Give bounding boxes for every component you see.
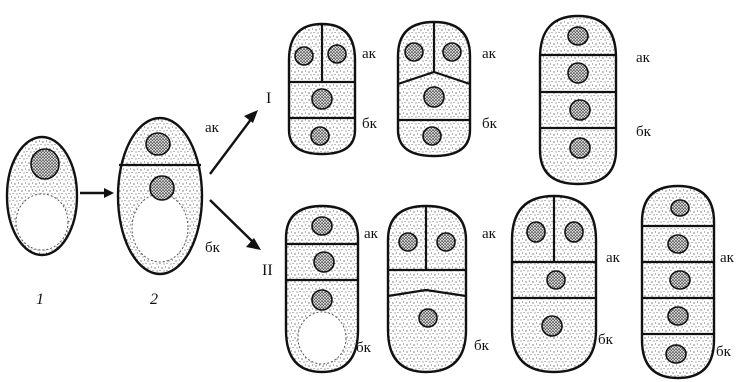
nucleus xyxy=(150,176,174,200)
label-ak: ак xyxy=(720,250,735,266)
nucleus xyxy=(146,133,170,155)
label-ak: ак xyxy=(482,226,497,242)
embryo-II-a xyxy=(286,206,358,372)
label-ak: ак xyxy=(606,250,621,266)
label-bk: бк xyxy=(362,116,378,132)
nucleus xyxy=(31,149,59,179)
label-ak: ак xyxy=(636,50,651,66)
label-ak: ак xyxy=(482,46,497,62)
stage-1-label: 1 xyxy=(36,291,44,308)
embryo-II-b xyxy=(388,206,466,372)
label-bk: бк xyxy=(716,344,732,360)
label-bk: бк xyxy=(205,240,221,256)
branch-I-label: I xyxy=(266,90,271,107)
stage-2-label: 2 xyxy=(150,291,158,308)
label-ak: ак xyxy=(364,226,379,242)
branch-II-label: II xyxy=(262,262,273,279)
stage-2-two-cell xyxy=(118,118,202,274)
embryo-II-c xyxy=(512,196,596,372)
label-bk: бк xyxy=(482,116,498,132)
embryo-II-d xyxy=(642,186,714,378)
label-bk: бк xyxy=(356,340,372,356)
embryo-I-c xyxy=(540,16,616,184)
label-ak: ак xyxy=(362,46,377,62)
label-bk: бк xyxy=(474,338,490,354)
embryo-I-a xyxy=(289,24,355,154)
vacuole xyxy=(132,194,188,262)
label-bk: бк xyxy=(636,124,652,140)
label-bk: бк xyxy=(598,332,614,348)
embryo-I-b xyxy=(398,22,470,156)
vacuole xyxy=(16,194,68,250)
arrow-1-to-2 xyxy=(80,188,114,198)
stage-1-zygote xyxy=(7,137,77,255)
label-ak: ак xyxy=(205,120,220,136)
